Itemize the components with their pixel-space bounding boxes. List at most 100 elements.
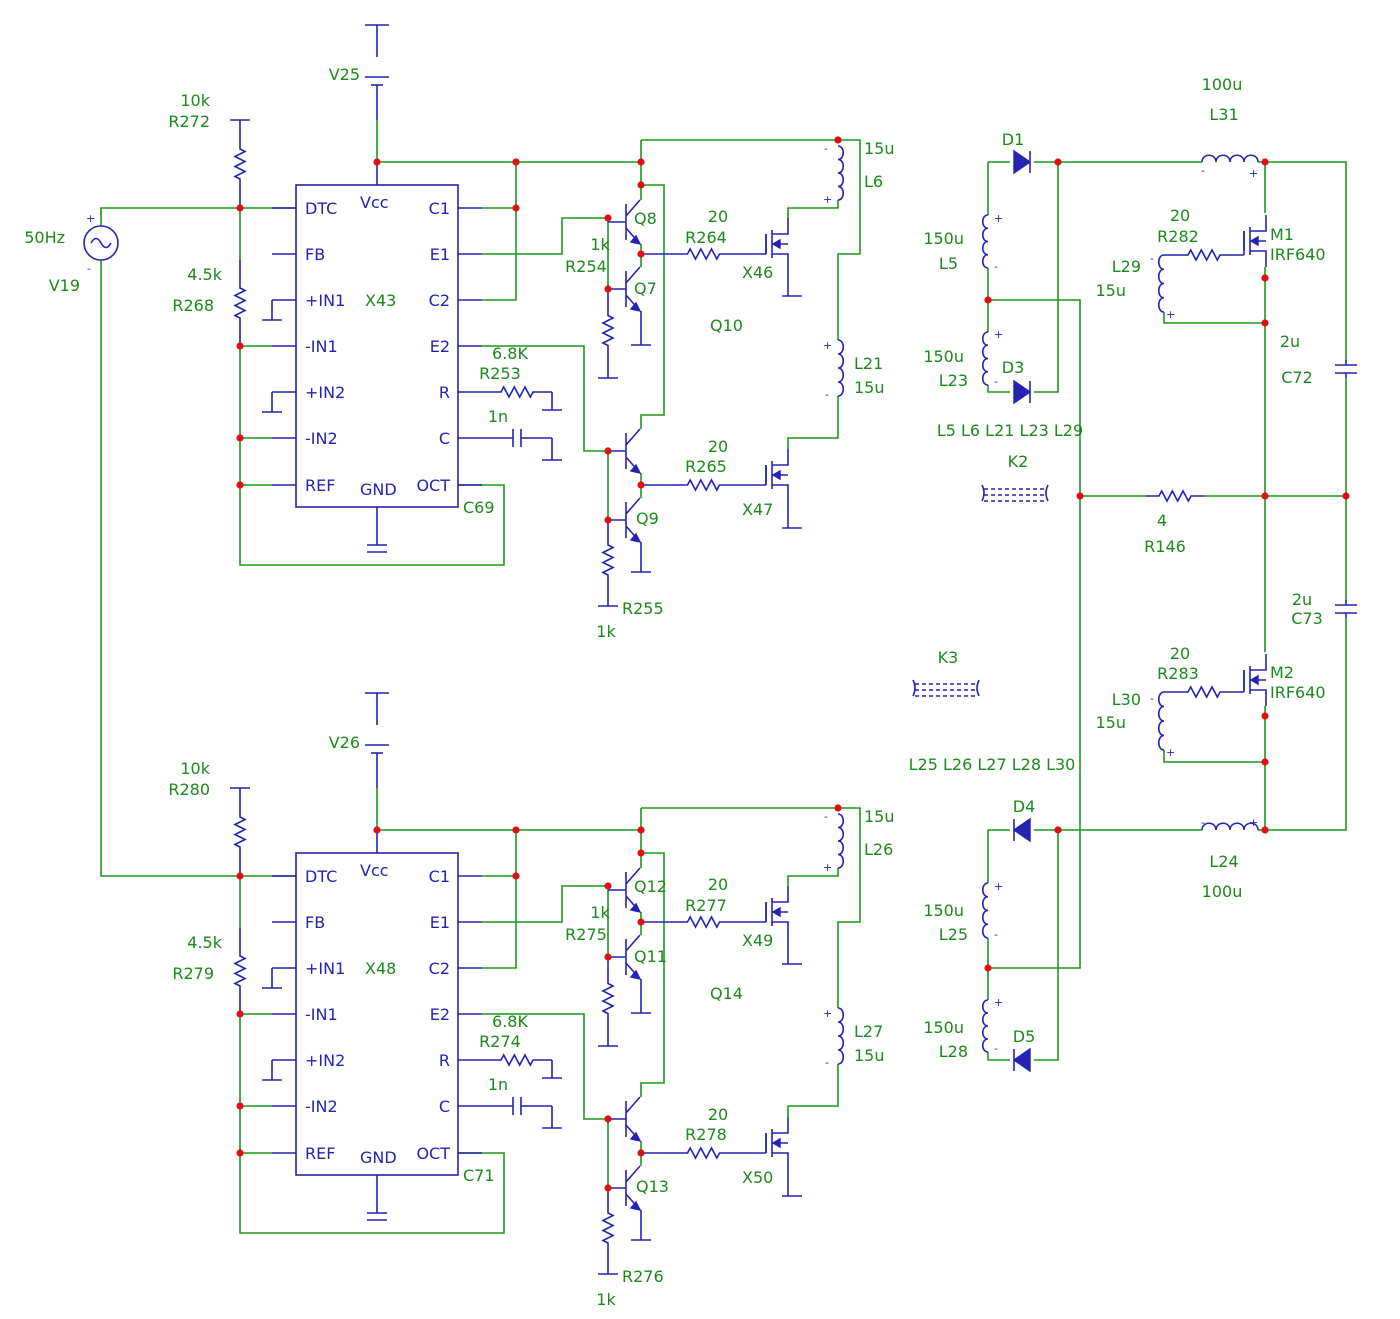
r282 (1164, 248, 1244, 262)
q-lower-label: Q13 (636, 1177, 669, 1196)
r-gate-b-value: 20 (708, 437, 728, 456)
r-mid-value: 4.5k (187, 265, 222, 284)
wire (1258, 161, 1347, 360)
polarity-mark: + (1249, 167, 1258, 180)
chip-vcc-label: Vcc (360, 861, 389, 880)
l31-ref: L31 (1209, 105, 1238, 124)
junction-dot (604, 953, 612, 961)
polarity-mark: - (824, 810, 828, 823)
components (83, 24, 1357, 1275)
r-top (233, 788, 247, 876)
junction-dot (1261, 826, 1269, 834)
l31-value: 100u (1202, 75, 1243, 94)
r-base-a (601, 957, 615, 1040)
r-base-b-ref: R276 (622, 1267, 664, 1286)
wire (640, 184, 665, 429)
junction-dot (984, 964, 992, 972)
polarity-mark: + (1249, 816, 1258, 829)
l-b-ref: L27 (854, 1022, 883, 1041)
junction-dot (236, 1149, 244, 1157)
chip-pin-label: +IN1 (305, 959, 345, 978)
l24-ref: L24 (1209, 852, 1238, 871)
polarity-mark: + (86, 212, 95, 225)
polarity-mark: - (1150, 692, 1154, 705)
chip-pin-label: R (439, 1051, 450, 1070)
wire (787, 200, 839, 218)
l5 (981, 214, 989, 269)
junction-dot (1054, 158, 1062, 166)
l-b (837, 1007, 845, 1065)
r283-value: 20 (1170, 644, 1190, 663)
l23 (981, 331, 989, 386)
chip-pin-label: E1 (430, 913, 450, 932)
chip-pin-label: -IN1 (305, 1005, 338, 1024)
chip-pin-label: -IN2 (305, 429, 338, 448)
r-gate-b-ref: R265 (685, 457, 727, 476)
l-b-value: 15u (854, 1046, 885, 1065)
q-pair-label: Q10 (710, 316, 743, 335)
r-gate-a (641, 915, 766, 929)
fet-a-arrow (771, 238, 781, 250)
junction-dot (512, 204, 520, 212)
chip-pin-label: +IN1 (305, 291, 345, 310)
polarity-mark: + (994, 880, 1003, 893)
chip-pin-label: E2 (430, 337, 450, 356)
l30-value: 15u (1096, 713, 1127, 732)
r-gate-b-value: 20 (708, 1105, 728, 1124)
l23-value: 150u (923, 347, 964, 366)
c-cap-label: C71 (463, 1166, 495, 1185)
l24-value: 100u (1202, 882, 1243, 901)
l28 (981, 999, 989, 1053)
source-ref: V19 (49, 276, 80, 295)
junction-dot (604, 1115, 612, 1123)
fet-b-arrow (771, 1137, 781, 1149)
r-base-b-value: 1k (596, 1290, 616, 1309)
q-upper-b-arrow (629, 301, 642, 313)
r282-value: 20 (1170, 206, 1190, 225)
r-e2-value: 6.8K (492, 344, 528, 363)
r283 (1164, 685, 1244, 699)
chip-gnd-label: GND (360, 1148, 397, 1167)
supply-label: V25 (329, 65, 360, 84)
q-upper-a-arrow (629, 234, 642, 246)
polarity-mark: - (994, 260, 998, 273)
r-gate-b (641, 478, 766, 492)
r-e2 (482, 1053, 552, 1067)
chip-pin-label: C (439, 1097, 450, 1116)
chip-pin-label: C (439, 429, 450, 448)
junction-dot (373, 158, 381, 166)
ac-source-wave (90, 237, 112, 249)
l24 (1201, 822, 1259, 831)
r-e2-ref: R253 (479, 364, 521, 383)
l29-value: 15u (1096, 281, 1127, 300)
chip-pin-label: E1 (430, 245, 450, 264)
d3-label: D3 (1002, 358, 1025, 377)
junction-dot (236, 1010, 244, 1018)
chip-pin-label: REF (305, 476, 335, 495)
wire (100, 207, 240, 226)
chip-gnd-label: GND (360, 480, 397, 499)
l-b-ref: L21 (854, 354, 883, 373)
wire (640, 852, 665, 1097)
fet-a-label: X49 (742, 931, 773, 950)
chip-pin-label: R (439, 383, 450, 402)
junction-dot (1261, 712, 1269, 720)
chip-pin-label: E2 (430, 1005, 450, 1024)
r-gate-a-ref: R277 (685, 896, 727, 915)
polarity-mark: - (1201, 164, 1205, 177)
chip-pin-label: FB (305, 913, 325, 932)
polarity-mark: + (994, 996, 1003, 1009)
polarity-mark: + (1166, 746, 1175, 759)
chip-pin-label: OCT (416, 476, 450, 495)
polarity-mark: + (994, 212, 1003, 225)
polarity-mark: + (1166, 308, 1175, 321)
polarity-mark: - (825, 1056, 829, 1069)
junction-dot (637, 158, 645, 166)
l-a-value: 15u (864, 139, 895, 158)
polarity-mark: - (87, 262, 91, 275)
wire (482, 885, 609, 958)
r-gate-a-value: 20 (708, 207, 728, 226)
r-base-a-ref: R254 (565, 257, 607, 276)
r146-value: 4 (1157, 511, 1167, 530)
